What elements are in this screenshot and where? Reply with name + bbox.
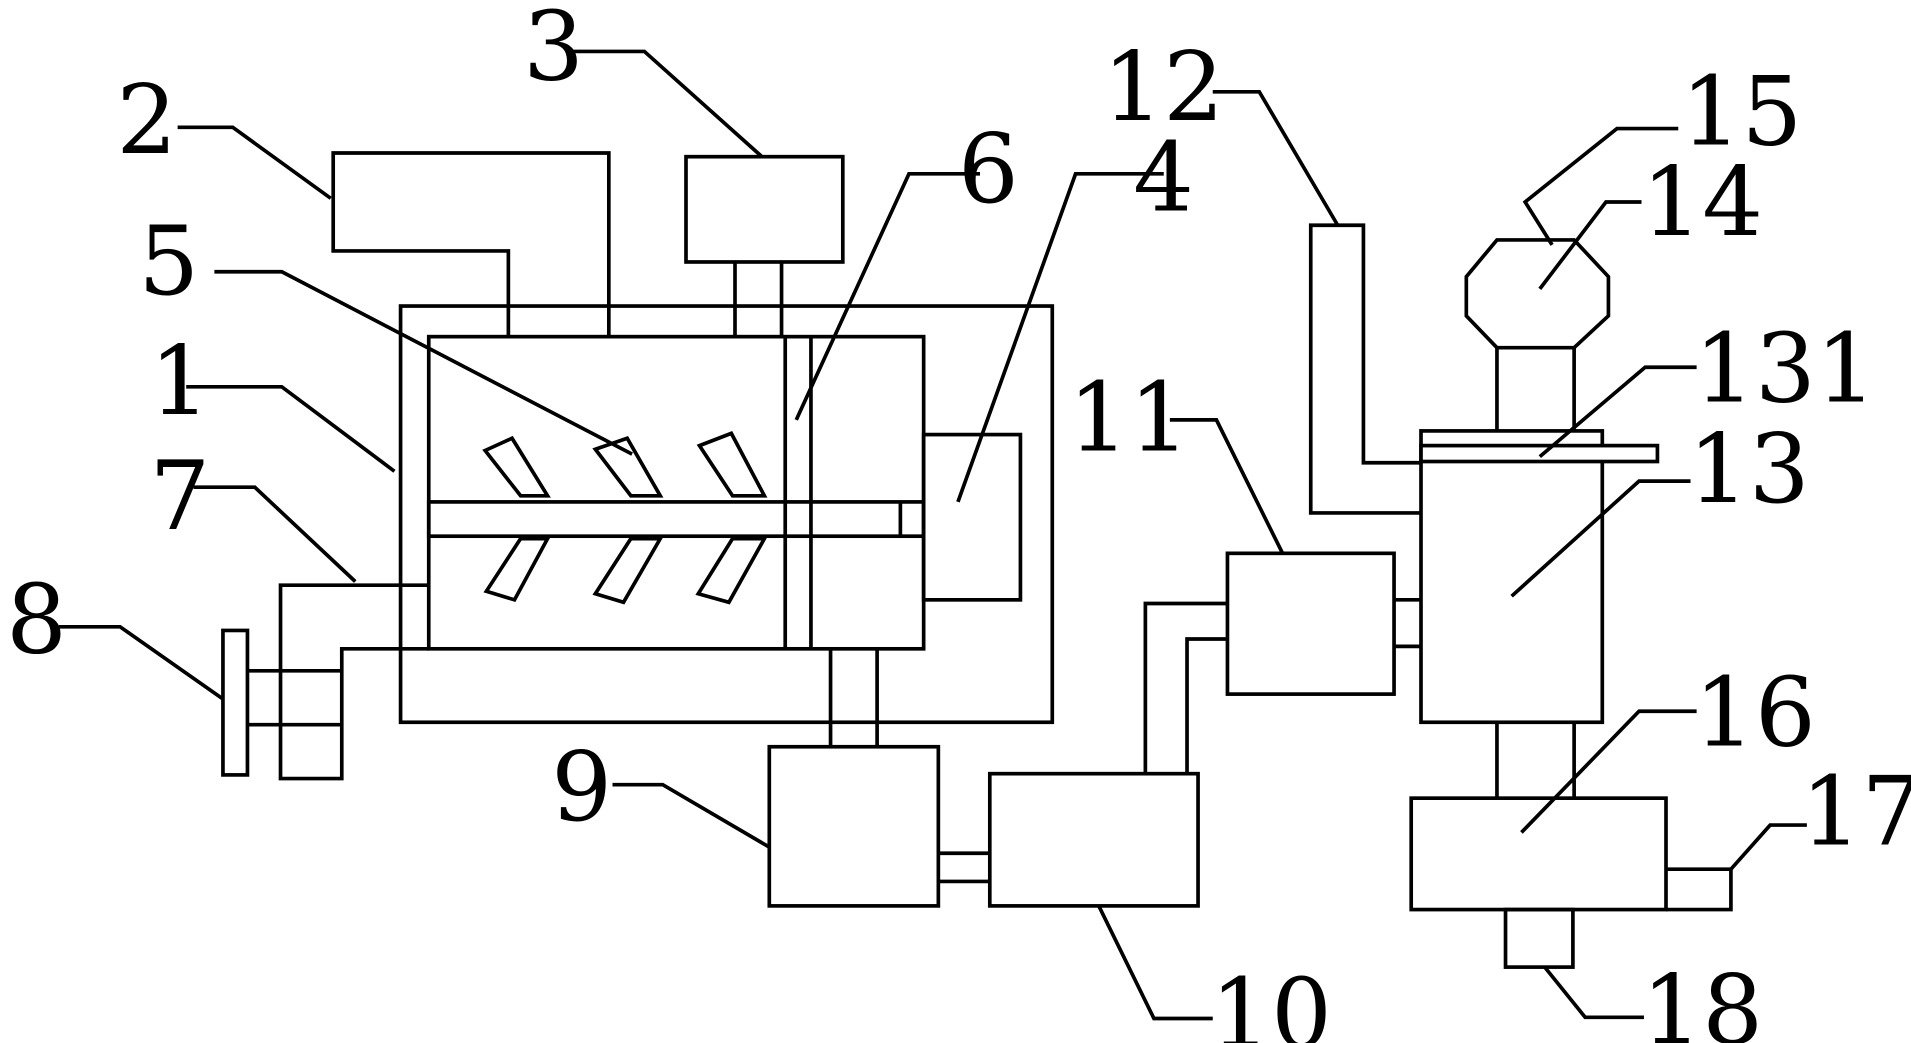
leader-15 <box>1522 126 1679 246</box>
leader-131 <box>1538 365 1697 459</box>
outer-housing-1 <box>398 304 1055 725</box>
leader-3 <box>567 49 764 159</box>
label-4: 4 <box>1133 122 1194 234</box>
leader-1 <box>186 385 396 473</box>
outlet-18 <box>1503 907 1575 969</box>
leader-9 <box>612 782 771 849</box>
leader-18 <box>1543 965 1644 1020</box>
leader-13 <box>1510 479 1691 598</box>
label-9: 9 <box>551 731 612 843</box>
label-5: 5 <box>138 205 199 317</box>
label-7: 7 <box>149 440 210 552</box>
connector-9-10 <box>938 851 990 884</box>
label-12: 12 <box>1103 31 1225 143</box>
leader-12 <box>1212 89 1340 227</box>
box-10 <box>987 771 1200 908</box>
pipe-13-16 <box>1495 722 1576 799</box>
connector-11-13 <box>1394 598 1421 649</box>
tank-13 <box>1419 429 1605 725</box>
label-131: 131 <box>1694 313 1876 425</box>
feed-hopper-2 <box>331 151 611 337</box>
stirring-blades-5 <box>482 431 768 605</box>
pipe-10-11 <box>1143 601 1228 774</box>
leader-4 <box>956 171 1164 503</box>
label-10: 10 <box>1210 958 1332 1043</box>
neck-14 <box>1495 347 1576 431</box>
leader-6 <box>794 171 981 421</box>
leader-2 <box>177 125 332 200</box>
pump-9 <box>767 744 941 908</box>
leader-16 <box>1520 709 1697 834</box>
valve-handwheel-8 <box>221 628 281 777</box>
leader-17 <box>1729 823 1807 871</box>
outlet-17 <box>1666 867 1733 912</box>
leader-14 <box>1538 200 1642 291</box>
pipe-12 <box>1308 223 1421 515</box>
label-14: 14 <box>1642 146 1764 258</box>
leader-7 <box>193 485 357 583</box>
leader-10 <box>1097 905 1213 1021</box>
label-17: 17 <box>1801 756 1911 868</box>
label-1: 1 <box>149 325 210 437</box>
stirring-shaft <box>426 500 926 539</box>
label-18: 18 <box>1642 954 1764 1043</box>
leader-8 <box>58 624 225 701</box>
part-labels: 1 2 3 4 5 6 7 8 9 10 11 12 13 131 14 15 … <box>6 0 1911 1043</box>
label-11: 11 <box>1068 362 1190 474</box>
pump-pipe <box>828 648 879 747</box>
plate-131 <box>1419 443 1660 464</box>
label-3: 3 <box>523 0 584 103</box>
inner-drum <box>426 334 926 651</box>
label-6: 6 <box>958 113 1019 225</box>
box-11 <box>1225 551 1396 696</box>
discharge-pipe-7 <box>278 583 429 781</box>
partition-6 <box>783 336 813 649</box>
leader-5 <box>214 269 633 456</box>
leader-11 <box>1169 418 1285 555</box>
label-2: 2 <box>116 64 177 176</box>
label-8: 8 <box>6 564 67 676</box>
cap-14 <box>1464 238 1611 350</box>
leader-lines <box>58 49 1807 1021</box>
label-15: 15 <box>1681 55 1803 167</box>
label-16: 16 <box>1694 657 1816 769</box>
top-box-3 <box>684 154 845 337</box>
label-13: 13 <box>1688 413 1810 525</box>
